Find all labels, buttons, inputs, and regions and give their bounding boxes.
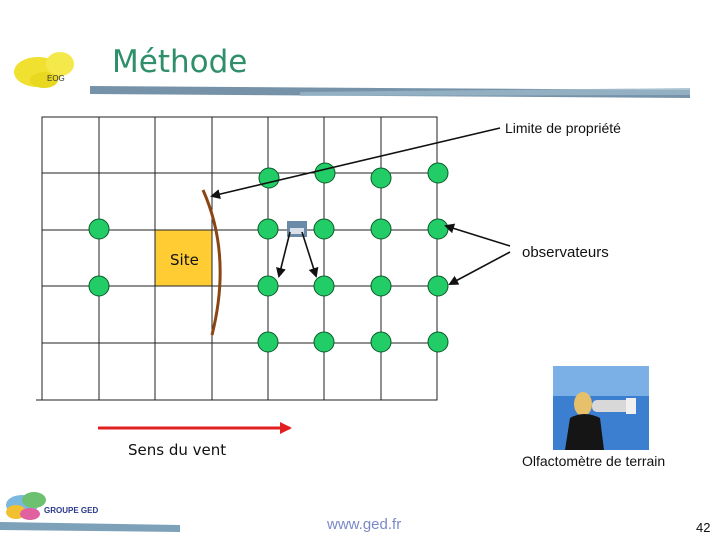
observer-dot-icon xyxy=(370,167,392,189)
observer-dot-icon xyxy=(313,218,335,240)
property-boundary-line xyxy=(201,189,222,336)
footer-banner-strip xyxy=(0,522,180,532)
footer-url[interactable]: www.ged.fr xyxy=(327,516,402,533)
arrow-source-right xyxy=(301,231,319,278)
arrow-limit-to-boundary xyxy=(210,127,501,200)
grid-border xyxy=(41,116,438,401)
observer-dot-icon xyxy=(257,218,279,240)
observer-dot-icon xyxy=(427,331,449,353)
observer-dot-icon xyxy=(427,218,449,240)
site-square xyxy=(155,230,212,286)
ged-logo-icon xyxy=(6,492,46,520)
observer-dot-icon xyxy=(427,162,449,184)
arrow-observers-upper xyxy=(444,223,511,247)
arrow-observers-lower xyxy=(448,251,511,285)
observer-dot-icon xyxy=(370,218,392,240)
observer-dot-icon xyxy=(88,275,110,297)
header-banner xyxy=(90,86,690,98)
olfactometer-photo-icon xyxy=(553,366,649,450)
observer-dot-icon xyxy=(313,331,335,353)
observer-dot-icon xyxy=(370,275,392,297)
pointer-arrows xyxy=(210,127,511,285)
grid xyxy=(36,116,438,401)
ged-logo-text: GROUPE GED xyxy=(44,506,99,515)
slide-title: Méthode xyxy=(112,44,248,80)
arrow-source-left xyxy=(276,231,291,278)
observer-dot-icon xyxy=(427,275,449,297)
olfactometer-label: Olfactomètre de terrain xyxy=(522,453,666,469)
site-label: Site xyxy=(170,251,199,269)
eog-logo-icon xyxy=(14,52,74,88)
observer-dot-icon xyxy=(88,218,110,240)
eog-logo-text: EOG xyxy=(47,74,65,83)
observer-dot-icon xyxy=(370,331,392,353)
wind-direction-label: Sens du vent xyxy=(128,441,227,459)
observer-dot-icon xyxy=(257,275,279,297)
observers-label: observateurs xyxy=(522,244,609,261)
observer-dot-icon xyxy=(257,331,279,353)
property-limit-label: Limite de propriété xyxy=(505,120,621,136)
page-number: 42 xyxy=(696,520,711,535)
observer-dot-icon xyxy=(314,162,336,184)
header-banner-highlight xyxy=(300,88,690,96)
observer-dot-icon xyxy=(313,275,335,297)
